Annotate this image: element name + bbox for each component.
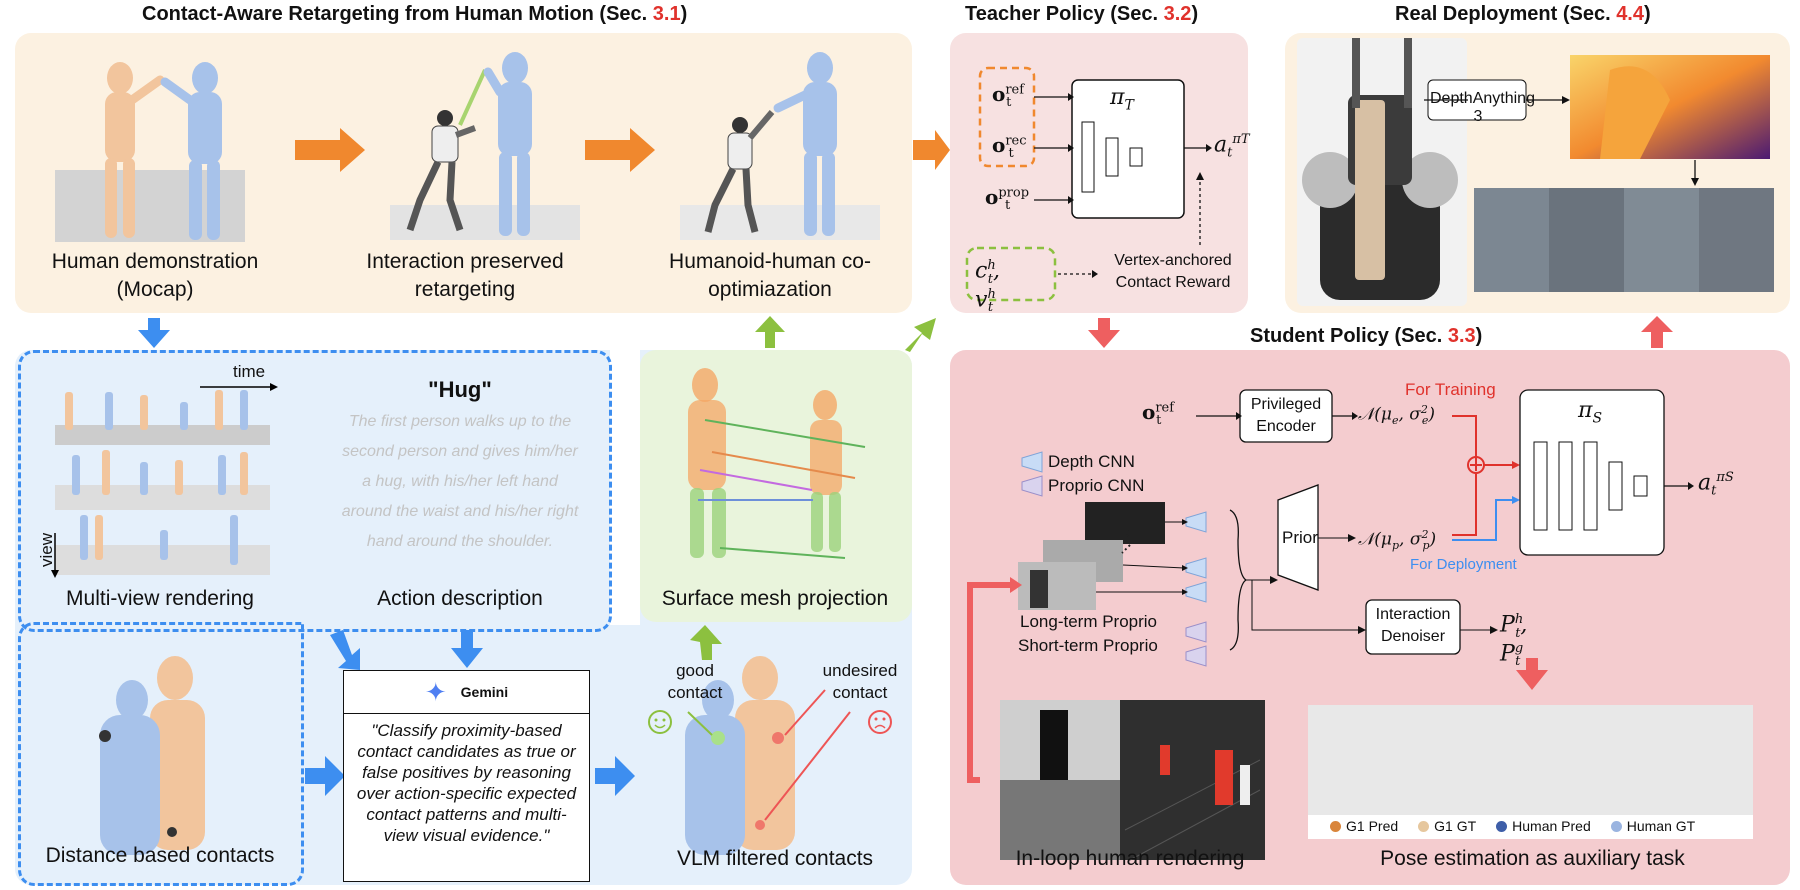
surface-mesh-panel <box>640 350 912 622</box>
vlm-filtered-label: VLM filtered contacts <box>676 847 874 870</box>
good-contact-label: good contact <box>667 661 723 702</box>
multiview-label: Multi-view rendering <box>66 587 254 610</box>
teacher-o-prop: opropt <box>985 185 1030 213</box>
legend-item: G1 Pred <box>1330 818 1398 834</box>
legend-dot-icon <box>1496 820 1508 832</box>
dashed-white-gap <box>610 350 640 625</box>
for-training-label: For Training <box>1405 380 1496 399</box>
mocap-blue-figure <box>160 62 222 240</box>
legend-label: G1 Pred <box>1346 818 1399 834</box>
legend-item: Human GT <box>1610 818 1696 834</box>
in-loop-label: In-loop human rendering <box>1015 847 1245 870</box>
distance-dashed-box <box>18 622 304 886</box>
depth-anything-label: DepthAnything 3 <box>1430 90 1535 125</box>
student-title: Student Policy (Sec. 3.3) <box>1250 325 1483 347</box>
undesired-contact-label: undesired contact <box>822 661 898 702</box>
retarget-human <box>483 52 532 236</box>
gemini-icon: ✦ <box>424 676 447 707</box>
teacher-pi: πT <box>1110 85 1134 114</box>
gemini-header: ✦ Gemini <box>344 671 589 714</box>
short-proprio-label: Short-term Proprio <box>1018 636 1158 655</box>
legend-label: G1 GT <box>1434 818 1477 834</box>
pose-est-label: Pose estimation as auxiliary task <box>1380 847 1685 870</box>
teacher-o-rec: orect <box>992 133 1027 161</box>
retarget-robot <box>406 110 477 232</box>
prior-label: Prior <box>1282 528 1318 547</box>
mesh-figures <box>688 368 866 559</box>
for-deployment-label: For Deployment <box>1410 556 1517 573</box>
student-action: atπS <box>1698 470 1734 499</box>
legend-item: G1 GT <box>1418 818 1476 834</box>
teacher-action: atπT <box>1214 132 1250 161</box>
student-pi: πS <box>1578 398 1603 427</box>
legend-item: Human Pred <box>1496 818 1591 834</box>
legend-dot-icon <box>1610 820 1622 832</box>
render-action-dashed-box <box>18 350 612 632</box>
action-desc-label: Action description <box>377 587 543 610</box>
pose-legend: G1 Pred G1 GT Human Pred Human GT <box>1330 818 1750 834</box>
student-o-ref: oreft <box>1142 400 1175 428</box>
gemini-prompt: "Classify proximity-based contact candid… <box>356 721 577 845</box>
real-title: Real Deployment (Sec. 4.4) <box>1395 3 1651 25</box>
distance-figures <box>99 656 205 855</box>
vertex-reward-label: Vertex-anchored Contact Reward <box>1114 252 1232 291</box>
legend-label: Human Pred <box>1512 818 1591 834</box>
mocap-peach-figure <box>105 62 165 238</box>
surface-mesh-label: Surface mesh projection <box>661 587 889 610</box>
cooptim-robot <box>704 110 775 233</box>
teacher-title: Teacher Policy (Sec. 3.2) <box>965 3 1199 25</box>
action-title: "Hug" <box>428 377 492 402</box>
teacher-o-ref: oreft <box>992 82 1025 110</box>
time-label: time <box>233 362 266 381</box>
human-demo-label: Human demonstration (Mocap) <box>51 250 259 301</box>
view-label: view <box>37 532 57 568</box>
vlm-figures <box>648 656 892 855</box>
pose-output: Pht, Pgt <box>1500 612 1528 670</box>
normal-p: 𝒩(μp, σ2p) <box>1358 528 1437 553</box>
interaction-retarget-label: Interaction preserved retargeting <box>366 250 564 301</box>
normal-e: 𝒩(μe, σ2e) <box>1358 403 1436 428</box>
action-text: The first person walks up to the second … <box>341 413 579 550</box>
teacher-contact-vars: cht, vht <box>975 258 1000 316</box>
gemini-box: ✦ Gemini "Classify proximity-based conta… <box>343 670 590 882</box>
proprio-cnn-legend: Proprio CNN <box>1048 476 1145 495</box>
long-proprio-label: Long-term Proprio <box>1020 612 1158 631</box>
cooptim-human <box>773 52 837 236</box>
multiview-grid <box>51 383 278 578</box>
retarget-title: Contact-Aware Retargeting from Human Mot… <box>142 3 688 25</box>
denoiser-label: Interaction Denoiser <box>1375 606 1451 645</box>
depth-cnn-legend: Depth CNN <box>1048 452 1135 471</box>
legend-dot-icon <box>1418 820 1430 832</box>
cooptim-label: Humanoid-human co-optimiazation <box>669 250 871 301</box>
priv-encoder-label: Privileged Encoder <box>1250 396 1322 435</box>
legend-dot-icon <box>1330 820 1341 832</box>
distance-label: Distance based contacts <box>45 844 275 867</box>
legend-label: Human GT <box>1626 818 1696 834</box>
